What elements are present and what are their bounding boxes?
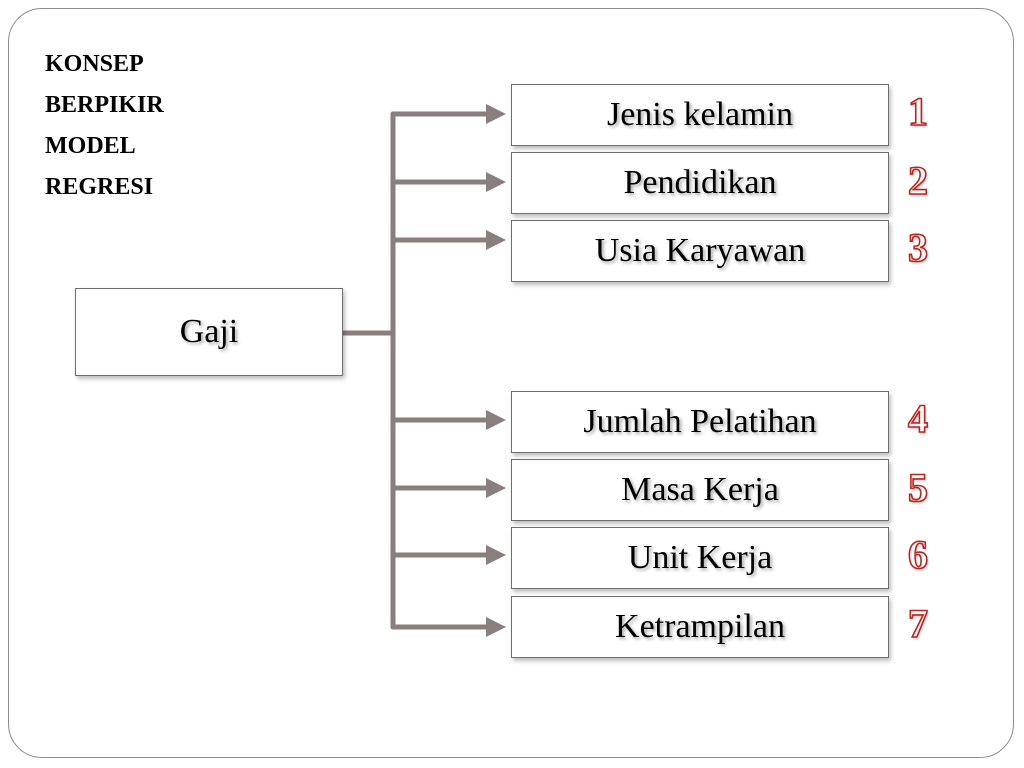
number-badge-3: 3 bbox=[907, 224, 929, 271]
slide-title: KONSEP BERPIKIR MODEL REGRESI bbox=[45, 44, 245, 208]
source-box-gaji: Gaji bbox=[75, 288, 343, 376]
number-badge-2: 2 bbox=[907, 157, 929, 204]
target-box-usia-karyawan: Usia Karyawan bbox=[511, 220, 889, 282]
title-line-2: BERPIKIR bbox=[45, 92, 164, 118]
number-badge-6: 6 bbox=[907, 531, 929, 578]
target-box-masa-kerja: Masa Kerja bbox=[511, 459, 889, 521]
number-badge-5: 5 bbox=[907, 464, 929, 511]
title-line-4: REGRESI bbox=[45, 174, 154, 200]
title-line-3: MODEL bbox=[45, 133, 136, 159]
number-badge-7: 7 bbox=[907, 600, 929, 647]
number-badge-4: 4 bbox=[907, 395, 929, 442]
target-box-unit-kerja: Unit Kerja bbox=[511, 527, 889, 589]
title-line-1: KONSEP bbox=[45, 51, 144, 77]
target-box-pendidikan: Pendidikan bbox=[511, 152, 889, 214]
number-badge-1: 1 bbox=[907, 88, 929, 135]
target-box-jenis-kelamin: Jenis kelamin bbox=[511, 84, 889, 146]
target-box-jumlah-pelatihan: Jumlah Pelatihan bbox=[511, 391, 889, 453]
target-box-ketrampilan: Ketrampilan bbox=[511, 596, 889, 658]
